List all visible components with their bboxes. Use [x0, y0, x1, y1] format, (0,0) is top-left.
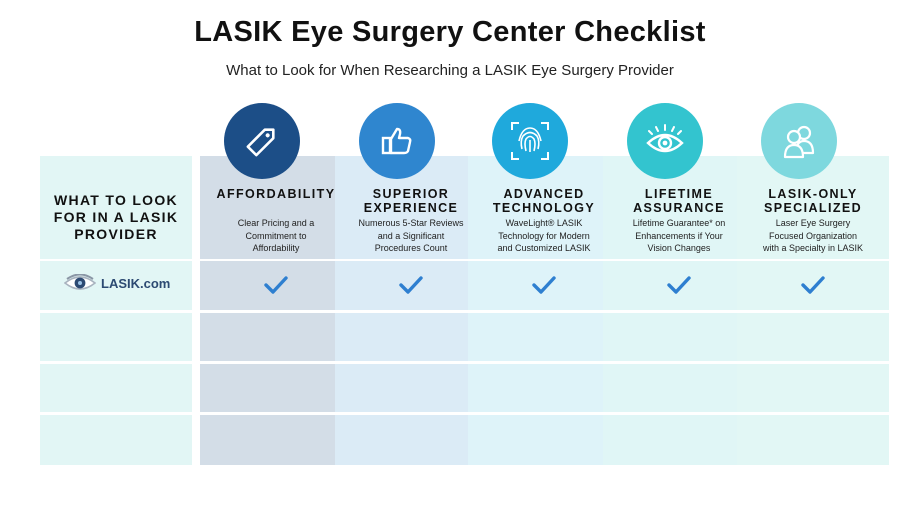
column-title-line: LIFETIME — [644, 187, 714, 201]
checkmark-icon — [264, 276, 288, 294]
empty-row-cell — [40, 415, 192, 465]
empty-row-cell — [737, 364, 889, 412]
column-description: Numerous 5-Star Reviews and a Significan… — [341, 217, 481, 255]
check-cell — [200, 261, 352, 310]
column-title-line: ADVANCED — [503, 187, 585, 201]
column-title-line: SUPERIOR — [372, 187, 450, 201]
criteria-title-line: FOR IN A LASIK — [53, 209, 179, 225]
page-subtitle: What to Look for When Researching a LASI… — [226, 62, 674, 79]
column-title-line: SPECIALIZED — [763, 201, 863, 215]
column-header-cell: AFFORDABILITY Clear Pricing and a Commit… — [200, 156, 352, 259]
empty-row-cell — [737, 313, 889, 361]
column-description-line: WaveLight® LASIK — [505, 218, 583, 228]
empty-row-cell — [603, 313, 755, 361]
column-title-line: LASIK-ONLY — [768, 187, 858, 201]
column-title-line: AFFORDABILITY — [216, 187, 336, 201]
criteria-column: WHAT TO LOOK FOR IN A LASIK PROVIDER LAS… — [40, 156, 192, 465]
column-description-line: Affordability — [252, 243, 300, 253]
column-description-line: and Customized LASIK — [497, 243, 591, 253]
column-description: Clear Pricing and a Commitment to Afford… — [206, 217, 346, 255]
empty-row-cell — [468, 364, 620, 412]
check-cell — [468, 261, 620, 310]
checkmark-icon — [667, 276, 691, 294]
empty-row-cell — [603, 364, 755, 412]
column-description-line: Clear Pricing and a — [237, 218, 315, 228]
empty-row-cell — [335, 364, 487, 412]
column-affordability: AFFORDABILITY Clear Pricing and a Commit… — [200, 156, 352, 465]
column-title: AFFORDABILITY — [200, 187, 352, 201]
criteria-title-line: PROVIDER — [74, 226, 158, 242]
column-title-line: ASSURANCE — [633, 201, 725, 215]
criteria-header-cell: WHAT TO LOOK FOR IN A LASIK PROVIDER — [40, 156, 192, 259]
column-description-line: Enhancements if Your — [635, 230, 723, 241]
eye-logo-icon — [64, 274, 96, 290]
column-description: Lifetime Guarantee* on Enhancements if Y… — [609, 217, 749, 255]
provider-row-cell: LASIK.com — [40, 261, 192, 310]
column-description-line: Laser Eye Surgery — [775, 218, 851, 228]
eye-icon — [627, 103, 703, 179]
logo-text: LASIK.com — [101, 275, 171, 291]
users-icon — [761, 103, 837, 179]
check-cell — [737, 261, 889, 310]
empty-row-cell — [200, 313, 352, 361]
checkmark-icon — [532, 276, 556, 294]
column-description-line: Procedures Count — [374, 243, 448, 253]
empty-row-cell — [468, 415, 620, 465]
empty-row-cell — [40, 364, 192, 412]
check-cell — [603, 261, 755, 310]
checkmark-icon — [399, 276, 423, 294]
checkmark-icon — [801, 276, 825, 294]
column-description-line: with a Specialty in LASIK — [762, 243, 864, 253]
empty-row-cell — [335, 313, 487, 361]
column-title-line: TECHNOLOGY — [492, 201, 596, 215]
fingerprint-scan-icon — [492, 103, 568, 179]
column-lasik-only-specialized: LASIK-ONLY SPECIALIZED Laser Eye Surgery… — [737, 156, 889, 465]
column-title: LIFETIME ASSURANCE — [603, 187, 755, 215]
lasik-logo: LASIK.com — [64, 274, 170, 292]
column-description-line: Numerous 5-Star Reviews — [358, 218, 464, 228]
empty-row-cell — [603, 415, 755, 465]
column-description-line: Commitment to — [245, 230, 307, 241]
column-header-cell: ADVANCED TECHNOLOGY WaveLight® LASIK Tec… — [468, 156, 620, 259]
column-description-line: Focused Organization — [768, 230, 858, 241]
page-title: LASIK Eye Surgery Center Checklist — [194, 16, 706, 48]
empty-row-cell — [200, 364, 352, 412]
column-title: LASIK-ONLY SPECIALIZED — [737, 187, 889, 215]
column-title-line: EXPERIENCE — [363, 201, 459, 215]
empty-row-cell — [200, 415, 352, 465]
price-tag-icon — [224, 103, 300, 179]
column-description-line: Lifetime Guarantee* on — [632, 218, 726, 228]
empty-row-cell — [335, 415, 487, 465]
empty-row-cell — [468, 313, 620, 361]
column-description: Laser Eye Surgery Focused Organization w… — [743, 217, 883, 255]
column-title: SUPERIOR EXPERIENCE — [335, 187, 487, 215]
column-description: WaveLight® LASIK Technology for Modern a… — [474, 217, 614, 255]
check-cell — [335, 261, 487, 310]
empty-row-cell — [737, 415, 889, 465]
column-lifetime-assurance: LIFETIME ASSURANCE Lifetime Guarantee* o… — [603, 156, 755, 465]
criteria-title: WHAT TO LOOK FOR IN A LASIK PROVIDER — [40, 192, 192, 243]
thumbs-up-icon — [359, 103, 435, 179]
criteria-title-line: WHAT TO LOOK — [54, 192, 178, 208]
column-superior-experience: SUPERIOR EXPERIENCE Numerous 5-Star Revi… — [335, 156, 487, 465]
column-description-line: Vision Changes — [647, 243, 711, 253]
column-title: ADVANCED TECHNOLOGY — [468, 187, 620, 215]
column-description-line: and a Significant — [377, 230, 445, 241]
column-advanced-technology: ADVANCED TECHNOLOGY WaveLight® LASIK Tec… — [468, 156, 620, 465]
column-description-line: Technology for Modern — [498, 230, 590, 241]
empty-row-cell — [40, 313, 192, 361]
